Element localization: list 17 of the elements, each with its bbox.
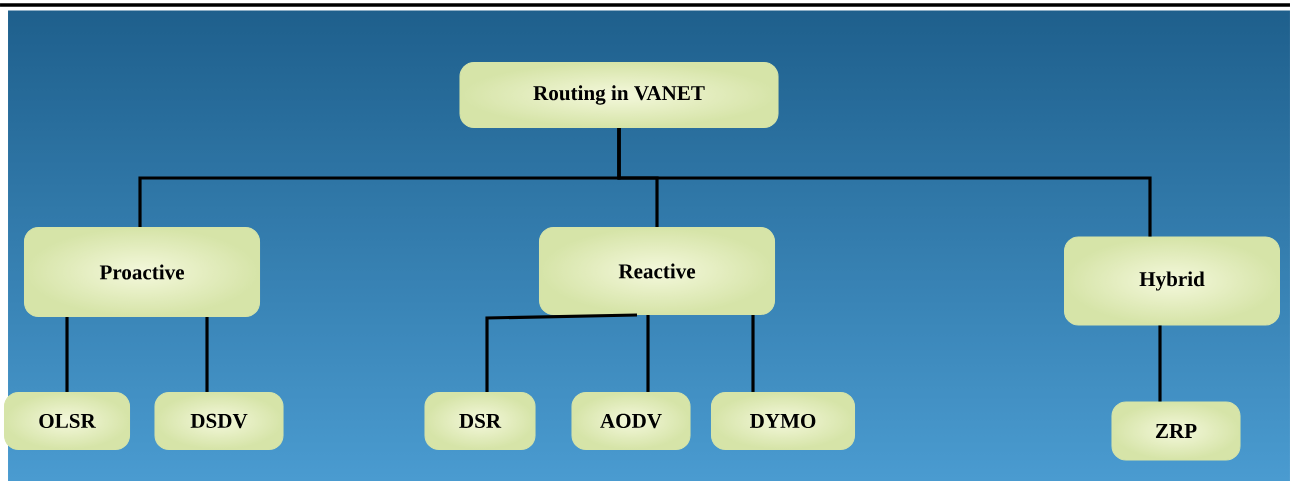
connector-line [205,317,209,392]
protocol-box: ZRP [1111,401,1241,461]
protocol-box: DSDV [154,391,284,450]
category-box: Hybrid [1063,236,1281,326]
connector-line [485,313,638,392]
protocol-box: AODV [571,391,691,450]
protocol-box: DYMO [711,391,856,450]
protocol-box: OLSR [4,391,131,450]
connector-line [65,317,69,392]
category-box: Routing in VANET [459,61,779,128]
connector-line [751,315,755,392]
connector-line [617,128,1152,237]
category-box: Reactive [539,226,776,315]
connector-line [1158,325,1162,402]
category-box: Proactive [24,226,261,317]
connector-line [646,315,650,392]
protocol-box: DSR [424,391,536,450]
